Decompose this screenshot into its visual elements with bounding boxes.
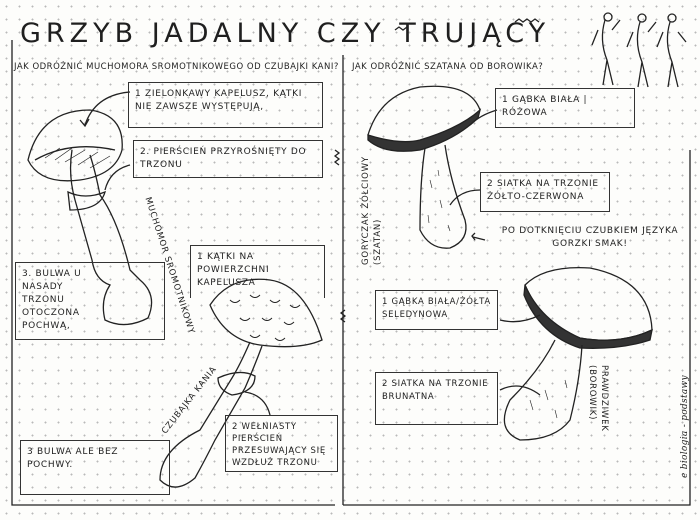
muchomor-point-1: 1 ZIELONKAWY KAPELUSZ, KĄTKI NIE ZAWSZE …	[128, 82, 323, 128]
arrow	[449, 189, 481, 206]
szatan-note: PO DOTKNIĘCIU CZUBKIEM JĘZYKA GORZKI SMA…	[501, 226, 679, 249]
muchomor-drawing	[27, 109, 153, 326]
szatan-point-1: 1 GĄBKA BIAŁA | RÓŻOWA	[495, 88, 635, 128]
right-question: JAK ODRÓŻNIĆ SZATANA OD BOROWIKA?	[352, 62, 544, 72]
szatan-drawing	[367, 85, 482, 249]
arrow	[499, 314, 541, 323]
signature: e biologia - podstawy	[680, 375, 690, 478]
borowik-label: PRAWDZIWEK (BOROWIK)	[587, 365, 609, 432]
squiggle	[394, 18, 540, 31]
left-border	[11, 40, 691, 506]
left-question: JAK ODRÓŻNIĆ MUCHOMORA SROMOTNIKOWEGO OD…	[14, 62, 339, 72]
szatan-label: GORYCZAK ŻÓŁCIOWY (SZATAN)	[361, 156, 383, 265]
kania-drawing	[159, 278, 323, 488]
kania-point-2: 2 WEŁNIASTY PIERŚCIEŃ PRZESUWAJĄCY SIĘ W…	[225, 415, 338, 472]
arrow	[244, 391, 271, 416]
borowik-drawing	[503, 266, 653, 441]
muchomor-point-3: 3. BULWA U NASADY TRZONU OTOCZONA POCHWĄ…	[15, 262, 165, 340]
arrow	[499, 385, 541, 396]
arrow	[469, 109, 498, 126]
szatan-point-2: 2 SIATKA NA TRZONIE ŻÓŁTO-CZERWONA	[480, 172, 610, 212]
arrow	[84, 91, 131, 126]
arrow	[471, 232, 486, 241]
muchomor-point-2: 2. PIERŚCIEŃ PRZYROŚNIĘTY DO TRZONU	[133, 140, 323, 178]
kania-point-1: 1 KĄTKI NA POWIERZCHNI KAPELUSZA	[190, 245, 325, 298]
kania-point-3: 3 BULWA ALE BEZ POCHWY.	[20, 440, 170, 495]
divider-zigzag	[333, 149, 347, 323]
borowik-point-2: 2 SIATKA NA TRZONIE BRUNATNA	[375, 372, 498, 425]
stick-figures-decoration	[591, 12, 687, 88]
page-title: GRZYB JADALNY CZY TRUJĄCY	[20, 18, 551, 49]
borowik-point-1: 1 GĄBKA BIAŁA/ŻÓŁTA SELEDYNOWA	[375, 290, 498, 330]
arrow	[104, 164, 131, 191]
